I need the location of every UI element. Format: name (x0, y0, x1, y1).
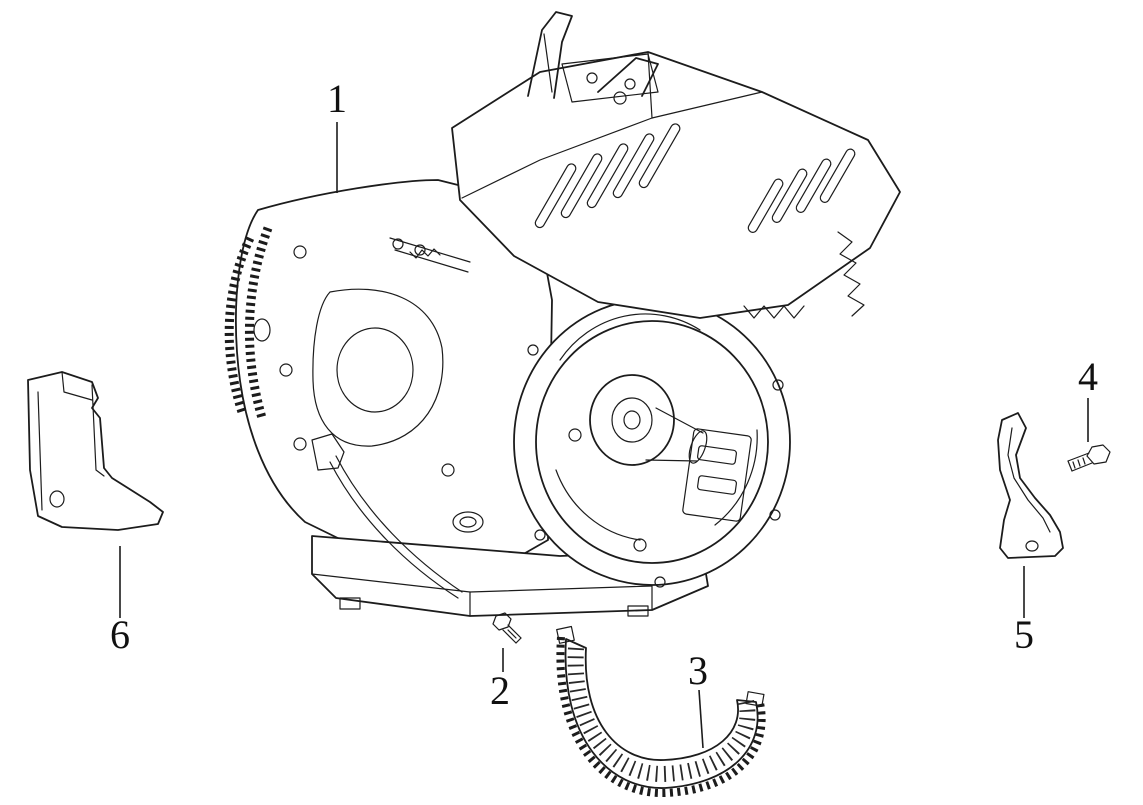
callout-3: 3 (688, 648, 708, 749)
callout-4: 4 (1078, 354, 1098, 442)
callout-1-number: 1 (327, 76, 347, 121)
callout-3-number: 3 (688, 648, 708, 693)
crankcase (224, 179, 553, 557)
callout-2: 2 (490, 648, 510, 713)
engine-assembly-drawing (224, 11, 901, 617)
callout-5-number: 5 (1014, 612, 1034, 657)
part-bracket-left (27, 371, 164, 531)
top-bracket (527, 11, 659, 105)
callout-4-number: 4 (1078, 354, 1098, 399)
part-bolt-bottom (492, 612, 522, 644)
part-bolt-right (1067, 444, 1111, 472)
cooling-shroud (451, 51, 901, 319)
callout-2-number: 2 (490, 668, 510, 713)
callout-3-leader (698, 689, 704, 749)
part-bracket-right (997, 412, 1064, 559)
flywheel-housing (513, 298, 791, 588)
callout-6-number: 6 (110, 612, 130, 657)
callout-5: 5 (1014, 566, 1034, 657)
plug-wire (311, 433, 463, 599)
callout-6: 6 (110, 546, 130, 657)
callout-1: 1 (327, 76, 347, 193)
part-toothed-band (556, 625, 766, 798)
